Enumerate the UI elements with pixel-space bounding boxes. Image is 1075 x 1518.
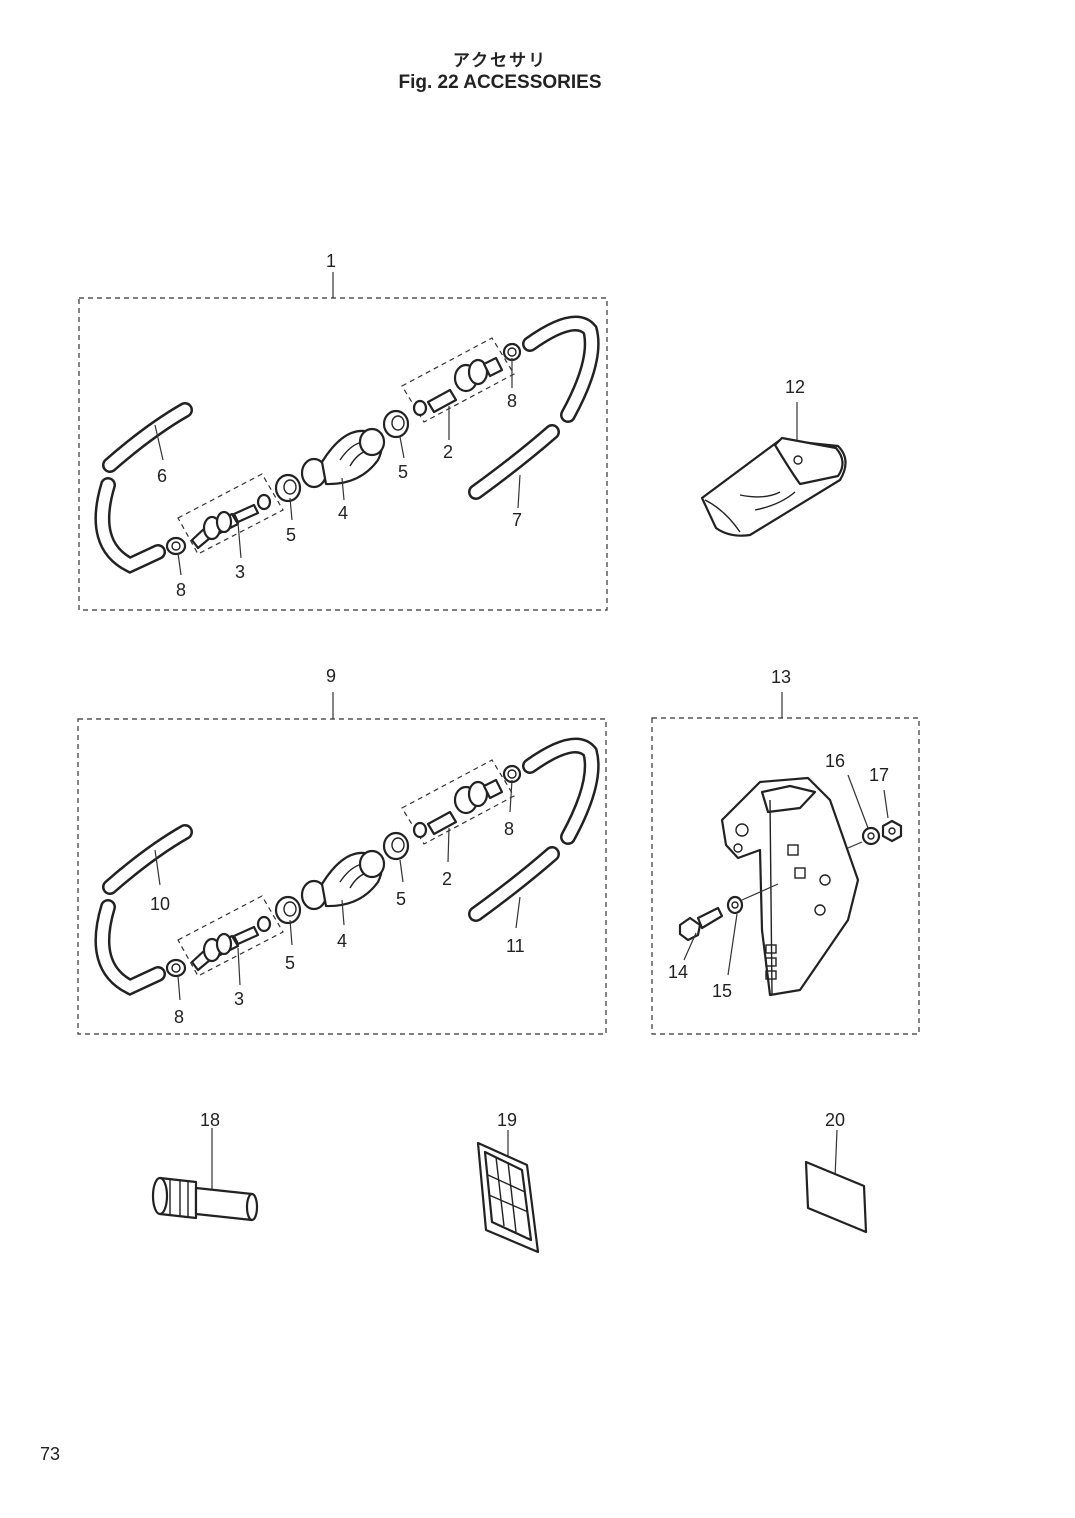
transom-bracket: [720, 776, 860, 997]
callout-8: 8: [174, 1007, 184, 1027]
filter-screen: [476, 1141, 540, 1254]
callout-10: 10: [150, 894, 170, 914]
bolt: [678, 906, 724, 942]
assembly-9-box: [77, 718, 607, 1035]
callout-1: 1: [326, 251, 336, 271]
tool-pouch: [700, 436, 847, 537]
hose-joint: [151, 1176, 259, 1222]
assembly-13-box: [651, 717, 920, 1035]
callout-6: 6: [157, 466, 167, 486]
callout-5: 5: [398, 462, 408, 482]
lock-washer: [861, 826, 881, 846]
callout-17: 17: [869, 765, 889, 785]
callout-4: 4: [337, 931, 347, 951]
card: [804, 1160, 868, 1234]
nut: [881, 819, 903, 843]
title-japanese: アクセサリ: [452, 51, 548, 71]
assembly-1-box: [78, 297, 608, 611]
callout-19: 19: [497, 1110, 517, 1130]
callout-4: 4: [338, 503, 348, 523]
callout-5: 5: [286, 525, 296, 545]
figure-title: Fig. 22 ACCESSORIES: [398, 72, 602, 93]
callout-2: 2: [442, 869, 452, 889]
callout-14: 14: [668, 962, 688, 982]
washer: [726, 895, 744, 915]
callout-13: 13: [771, 667, 791, 687]
callout-9: 9: [326, 666, 336, 686]
callout-5: 5: [396, 889, 406, 909]
callout-8: 8: [176, 580, 186, 600]
callout-12: 12: [785, 377, 805, 397]
callout-11: 11: [506, 936, 525, 956]
callout-20: 20: [825, 1110, 845, 1130]
callout-8: 8: [504, 819, 514, 839]
page-number: 73: [40, 1444, 61, 1464]
callout-7: 7: [512, 510, 522, 530]
callout-5: 5: [285, 953, 295, 973]
callout-3: 3: [235, 562, 245, 582]
callout-15: 15: [712, 981, 732, 1001]
callout-16: 16: [825, 751, 845, 771]
callout-3: 3: [234, 989, 244, 1009]
callout-2: 2: [443, 442, 453, 462]
callout-8: 8: [507, 391, 517, 411]
callout-18: 18: [200, 1110, 220, 1130]
